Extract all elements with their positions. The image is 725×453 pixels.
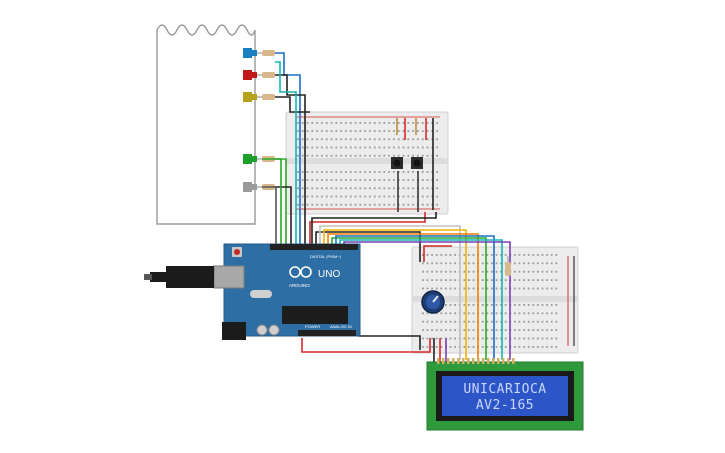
- lcd-wires: [309, 212, 511, 360]
- usb-cable: [144, 266, 214, 288]
- lcd-line-2: AV2-165: [476, 398, 534, 413]
- digital-header-label: DIGITAL (PWM~): [310, 254, 342, 259]
- potentiometer[interactable]: [421, 290, 445, 314]
- push-button-2[interactable]: [411, 157, 423, 169]
- push-button-1[interactable]: [391, 157, 403, 169]
- lcd-display[interactable]: UNICARIOCA AV2-165: [426, 358, 584, 431]
- led-resistors: [257, 50, 280, 190]
- lcd-line-1: UNICARIOCA: [463, 382, 546, 397]
- lcd-resistor: [505, 256, 511, 276]
- led-yellow[interactable]: [243, 92, 257, 102]
- analog-header-label: ANALOG IN: [330, 324, 352, 329]
- coil-element[interactable]: [156, 24, 256, 225]
- button-wiring: [396, 118, 434, 212]
- power-header-label: POWER: [305, 324, 320, 329]
- breadboard-top: [285, 111, 449, 215]
- led-wires: [262, 52, 310, 244]
- arduino-uno[interactable]: UNO ARDUINO DIGITAL (PWM~) POWER ANALOG …: [213, 243, 361, 340]
- board-model-label: UNO: [318, 269, 340, 280]
- led-red[interactable]: [243, 70, 257, 80]
- board-brand-label: ARDUINO: [289, 283, 310, 288]
- led-blue[interactable]: [243, 48, 257, 58]
- led-green[interactable]: [243, 154, 257, 164]
- power-wires: [301, 335, 447, 362]
- breadboard-bottom: [411, 246, 579, 354]
- led-white[interactable]: [243, 182, 257, 192]
- arduino-logo: [289, 266, 312, 278]
